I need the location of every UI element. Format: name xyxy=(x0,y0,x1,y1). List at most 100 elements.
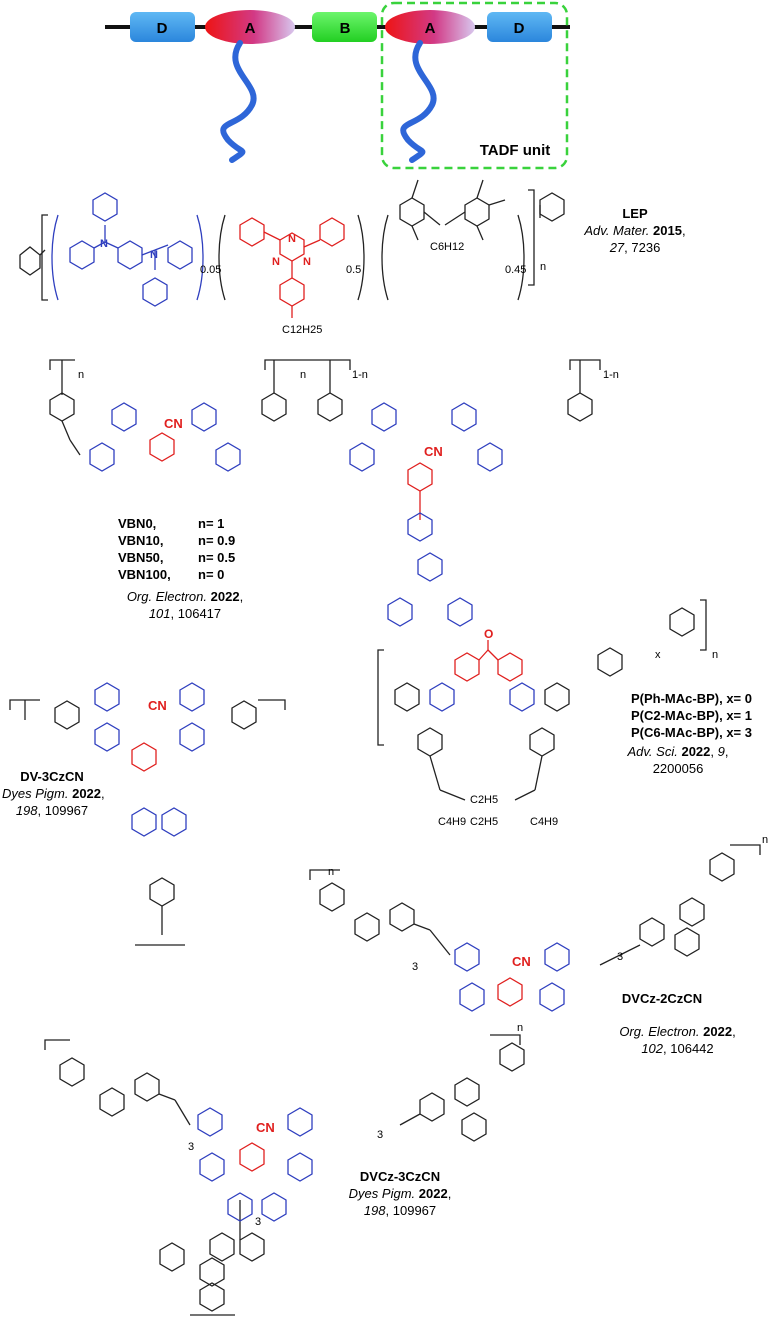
vbn0-value: n= 1 xyxy=(198,516,225,531)
svg-text:CN: CN xyxy=(256,1120,275,1135)
pmac-ph-name: P(Ph-MAc-BP), xyxy=(630,691,723,706)
dv3czcn-name: DV-3CzCN xyxy=(20,769,84,784)
dvcz-3czcn-structure: CN 3 3 3 n xyxy=(44,1022,525,1316)
dv3czcn-pages: 109967 xyxy=(44,803,89,818)
pmac-c4h9-left: C4H9 xyxy=(438,816,466,828)
pmac-c6-name: P(C6-MAc-BP), xyxy=(630,725,723,740)
vbn-journal: Org. Electron. xyxy=(126,589,208,604)
svg-text:N: N xyxy=(150,249,158,261)
block-a-1 xyxy=(205,10,295,44)
dvcz3czcn-journal: Dyes Pigm. xyxy=(348,1186,416,1201)
pmac-c2-name: P(C2-MAc-BP), xyxy=(630,708,723,723)
lep-sub-0-5: 0.5 xyxy=(346,264,361,276)
dvcz3czcn-year: 2022 xyxy=(418,1186,448,1201)
lep-pages: 7236 xyxy=(631,240,661,255)
pmac-year: 2022 xyxy=(681,744,711,759)
dvcz3-three-left: 3 xyxy=(188,1141,194,1153)
lep-sub-0-45: 0.45 xyxy=(505,264,526,276)
vbn100-name: VBN100, xyxy=(118,567,171,582)
side-chain-2 xyxy=(400,40,437,163)
pmac-reference: P(Ph-MAc-BP), x= 0 P(C2-MAc-BP), x= 1 P(… xyxy=(590,690,752,741)
pmac-o: O xyxy=(484,627,493,641)
lep-name: LEP xyxy=(622,206,648,221)
dvcz2-three-left: 3 xyxy=(412,961,418,973)
dvcz3czcn-volume: 198 xyxy=(363,1203,386,1218)
side-chain-1 xyxy=(220,40,257,163)
polymer-architecture-scheme: D A B A D TADF unit xyxy=(105,1,570,170)
lep-reference: LEP Adv. Mater. 2015, 27, 7236 xyxy=(570,205,700,256)
lep-sub-0-05: 0.05 xyxy=(200,264,221,276)
svg-text:CN: CN xyxy=(148,698,167,713)
dvcz3czcn-name: DVCz-3CzCN xyxy=(359,1169,441,1184)
dvcz3-three-bottom: 3 xyxy=(255,1216,261,1228)
pmac-volume: 9 xyxy=(717,744,725,759)
dvcz3czcn-pages: 109967 xyxy=(392,1203,437,1218)
vbn-reference: VBN0, n= 1 VBN10, n= 0.9 VBN50, n= 0.5 VBN1… xyxy=(118,515,298,583)
block-label-a-2: A xyxy=(425,20,436,37)
vbn100-value: n= 0 xyxy=(198,567,225,582)
vbn-year: 2022 xyxy=(210,589,240,604)
dv3czcn-year: 2022 xyxy=(72,786,102,801)
dvcz-2czcn-structure: CN 3 3 n n xyxy=(309,834,768,1012)
vbn10-value: n= 0.9 xyxy=(198,533,236,548)
vbn-pages: 106417 xyxy=(177,606,222,621)
vbn-structure: CN CN n n 1-n 1-n xyxy=(49,359,619,627)
dvcz2czcn-journal: Org. Electron. xyxy=(619,1024,700,1039)
vbn-1-n-right: 1-n xyxy=(603,369,619,381)
pmac-c2h5-right: C2H5 xyxy=(470,816,498,828)
svg-text:N: N xyxy=(288,233,296,245)
lep-year: 2015 xyxy=(653,223,682,238)
pmac-citation: Adv. Sci. 2022, 9, 2200056 xyxy=(608,743,748,777)
vbn-1-n-mid: 1-n xyxy=(352,369,368,381)
block-label-d-1: D xyxy=(157,20,168,37)
svg-text:N: N xyxy=(272,256,280,268)
pmac-x: x xyxy=(655,649,661,661)
pmac-n: n xyxy=(712,649,718,661)
lep-volume: 27 xyxy=(609,240,625,255)
vbn50-value: n= 0.5 xyxy=(198,550,236,565)
svg-text:N: N xyxy=(100,238,108,250)
vbn10-name: VBN10, xyxy=(118,533,164,548)
dvcz3czcn-reference: DVCz-3CzCN Dyes Pigm. 2022, 198, 109967 xyxy=(335,1168,465,1219)
lep-c6h12: C6H12 xyxy=(430,241,464,253)
dvcz2czcn-citation: Org. Electron. 2022, 102, 106442 xyxy=(619,1024,736,1056)
tadf-unit-box xyxy=(380,1,569,170)
vbn-volume: 101 xyxy=(148,606,171,621)
dv3czcn-journal: Dyes Pigm. xyxy=(2,786,69,801)
dv3czcn-volume: 198 xyxy=(15,803,38,818)
pmac-c2h5-left: C2H5 xyxy=(470,794,498,806)
vbn0-name: VBN0, xyxy=(118,516,157,531)
dvcz2czcn-volume: 102 xyxy=(641,1041,664,1056)
block-label-b: B xyxy=(340,20,351,37)
vbn-cn-1: CN xyxy=(164,416,183,431)
pmac-journal: Adv. Sci. xyxy=(627,744,678,759)
dvcz2czcn-reference: DVCz-2CzCN xyxy=(582,990,742,1007)
pmac-bp-structure: O x n C2H5 C4H9 C2H5 C4H9 xyxy=(377,599,718,828)
pmac-c2-value: x= 1 xyxy=(726,708,752,723)
vbn-n-left: n xyxy=(78,369,84,381)
vbn-cn-2: CN xyxy=(424,444,443,459)
pmac-pages: 2200056 xyxy=(652,761,704,776)
block-d-2 xyxy=(487,12,552,42)
dvcz2czcn-name: DVCz-2CzCN xyxy=(621,991,703,1006)
lep-sub-n: n xyxy=(540,261,546,273)
block-b xyxy=(312,12,377,42)
dvcz2-three-right: 3 xyxy=(617,951,623,963)
dvcz2-n-right: n xyxy=(762,834,768,846)
dvcz3-three-right: 3 xyxy=(377,1129,383,1141)
vbn50-name: VBN50, xyxy=(118,550,164,565)
vbn-citation: Org. Electron. 2022, 101, 106417 xyxy=(126,589,244,621)
lep-c12h25: C12H25 xyxy=(282,324,322,336)
tadf-unit-label: TADF unit xyxy=(480,142,551,159)
pmac-c4h9-right: C4H9 xyxy=(530,816,558,828)
lep-structure: N N N N N xyxy=(19,179,565,336)
block-d-1 xyxy=(130,12,195,42)
block-label-d-2: D xyxy=(514,20,525,37)
dv3czcn-reference: DV-3CzCN Dyes Pigm. 2022, 198, 109967 xyxy=(2,769,105,818)
block-a-2 xyxy=(385,10,475,44)
dvcz3-n-right: n xyxy=(517,1022,523,1034)
dvcz2-n-left: n xyxy=(328,866,334,878)
pmac-ph-value: x= 0 xyxy=(726,691,752,706)
block-label-a-1: A xyxy=(245,20,256,37)
